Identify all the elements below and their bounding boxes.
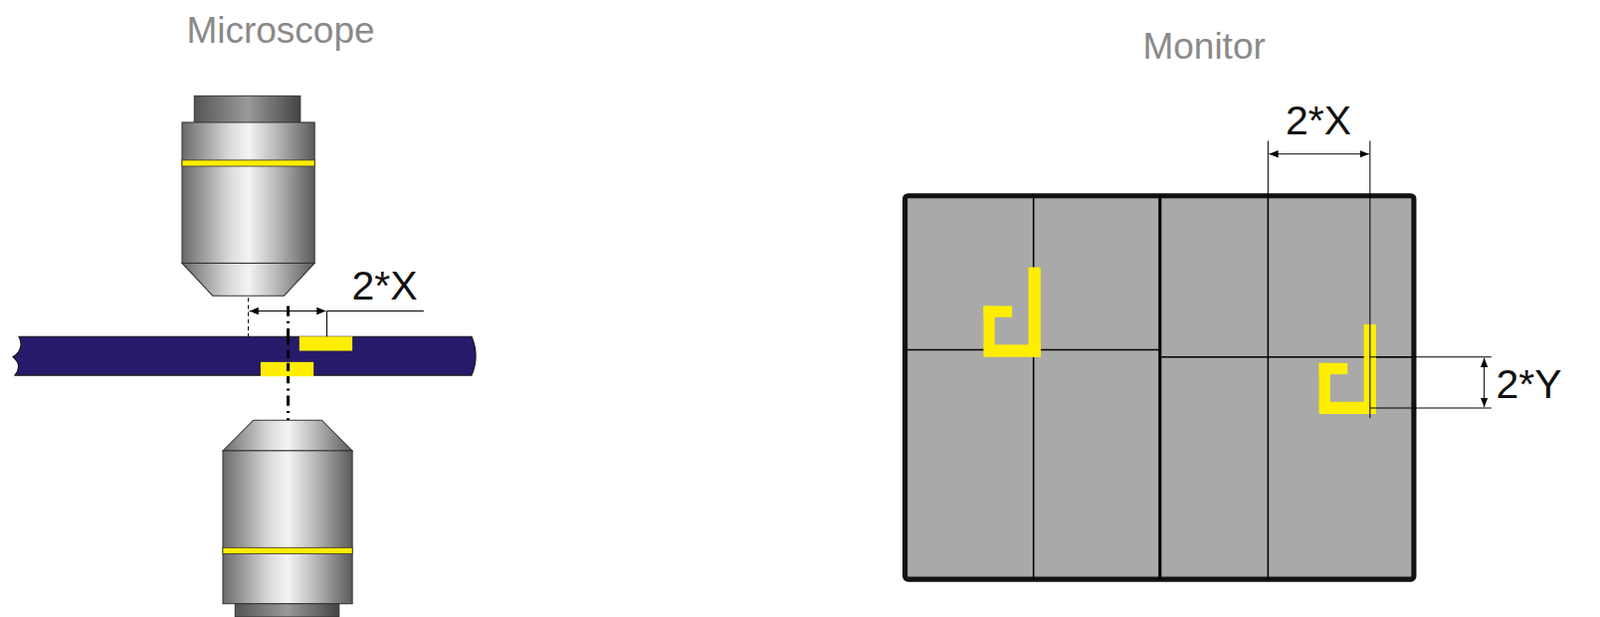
bottom-objective — [222, 419, 353, 617]
dimension-label: 2*X — [352, 265, 418, 307]
figure-title: Microscope — [186, 11, 375, 49]
top-objective — [182, 95, 315, 296]
dimension-label: 2*Y — [1495, 364, 1562, 405]
figure-title: Monitor — [1142, 27, 1265, 65]
monitor-screen — [905, 196, 1414, 580]
dimension-label: 2*X — [1285, 100, 1352, 142]
